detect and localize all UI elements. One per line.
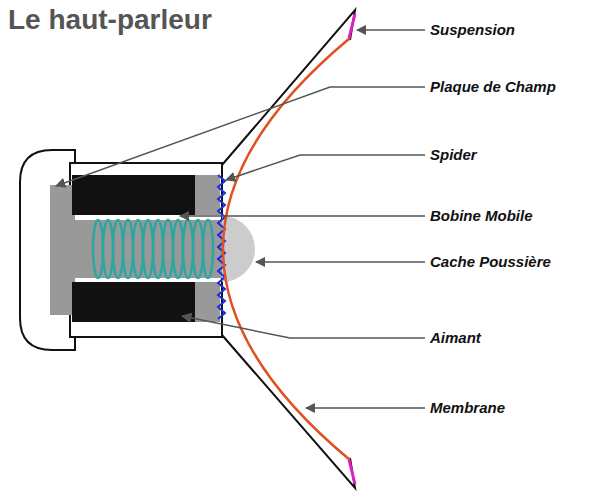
part-label: Cache Poussière [430, 253, 551, 271]
leader-line [180, 215, 425, 217]
part-label: Aimant [430, 329, 481, 347]
suspension-bottom [349, 460, 355, 484]
coil-winding [203, 220, 213, 278]
leader-line [306, 407, 425, 409]
part-label: Spider [430, 146, 477, 164]
leader-line [226, 155, 425, 180]
housing [70, 163, 222, 337]
leader-line [56, 87, 425, 186]
coil-winding [183, 220, 193, 278]
coil-winding [163, 220, 173, 278]
magnet-top [72, 175, 195, 215]
coil-winding [103, 220, 113, 278]
back-cap [20, 150, 75, 350]
part-label: Suspension [430, 21, 515, 39]
part-label: Plaque de Champ [430, 78, 556, 96]
membrane-curve [223, 38, 350, 460]
coil-winding [173, 220, 183, 278]
magnet-bottom [72, 282, 195, 322]
voice-coil [93, 220, 213, 278]
dust-cap [222, 216, 255, 282]
title: Le haut-parleur [8, 4, 212, 36]
part-label: Membrane [430, 399, 505, 417]
coil-winding [193, 220, 203, 278]
coil-winding [153, 220, 163, 278]
leader-line [182, 316, 425, 338]
leader-line [256, 261, 425, 263]
frame-bottom [222, 335, 355, 488]
suspension-top [349, 14, 355, 38]
coil-winding [93, 220, 103, 278]
coil-winding [133, 220, 143, 278]
leader-line [357, 29, 425, 31]
front-plate-bottom [195, 282, 220, 322]
coil-winding [143, 220, 153, 278]
pole-piece [70, 220, 222, 278]
coil-winding [113, 220, 123, 278]
coil-winding [123, 220, 133, 278]
part-label: Bobine Mobile [430, 207, 533, 225]
front-plate-top [195, 175, 220, 215]
